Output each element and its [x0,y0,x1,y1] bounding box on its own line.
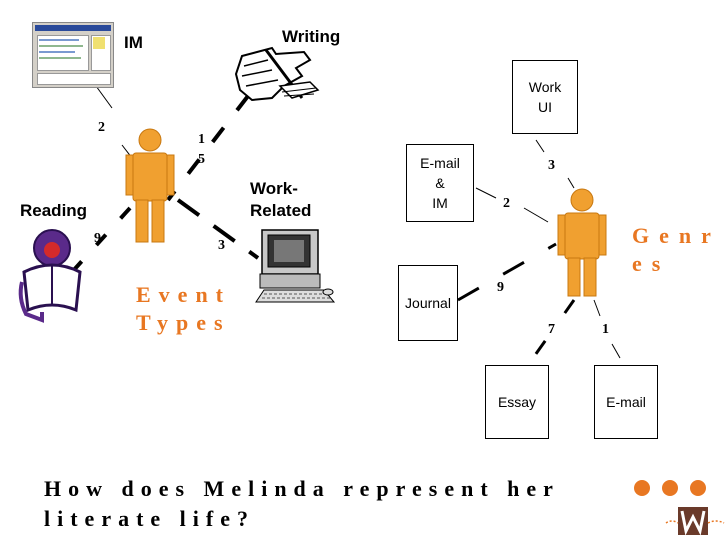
category-genres-line1: Genr [632,223,721,248]
weight-work-related: 3 [218,238,225,253]
weight-work-ui: 3 [548,158,555,173]
decorative-dot-2 [662,480,678,496]
connector-email-top [593,299,601,317]
decorative-dot-1 [634,480,650,496]
weight-email: 1 [602,322,609,337]
connector-work-related [176,198,260,260]
connector-email-im-bottom [523,207,549,223]
decorative-dot-3 [690,480,706,496]
category-event-types-line2: Types [136,310,231,335]
footer-question: How does Melinda represent her literate … [44,474,560,534]
genre-box-essay: Essay [485,365,549,439]
category-genres: Genr es [632,222,721,278]
genre-box-email-im: E-mail & IM [406,144,474,222]
weight-reading: 9 [94,231,101,246]
connector-im-top [95,85,113,109]
category-genres-line2: es [632,251,671,276]
weight-writing-digit-2: 5 [198,152,205,167]
category-event-types: Event Types [136,281,231,337]
genre-box-journal: Journal [398,265,458,341]
connector-work-ui-top [535,139,545,153]
connector-work-ui-bottom [567,177,575,189]
connector-journal [457,242,557,302]
weight-im: 2 [98,120,105,135]
weight-journal: 9 [497,280,504,295]
footer-question-line1: How does Melinda represent her [44,476,560,501]
im-screenshot-image [32,22,114,88]
weight-email-im: 2 [503,196,510,211]
work-related-label: Work- Related [250,179,312,220]
connector-essay [524,299,576,369]
connector-email-bottom [611,343,621,359]
writing-label: Writing [282,27,341,46]
im-label: IM [124,33,143,52]
footer-question-line2: literate life? [44,506,255,531]
category-event-types-line1: Event [136,282,231,307]
reading-label: Reading [20,201,88,220]
weight-essay: 7 [548,322,555,337]
connector-email-im-top [475,187,497,199]
weight-writing-digit-1: 1 [198,132,205,147]
genre-box-work-ui: Work UI [512,60,578,134]
connector-reading [70,206,132,274]
genre-box-email: E-mail [594,365,658,439]
